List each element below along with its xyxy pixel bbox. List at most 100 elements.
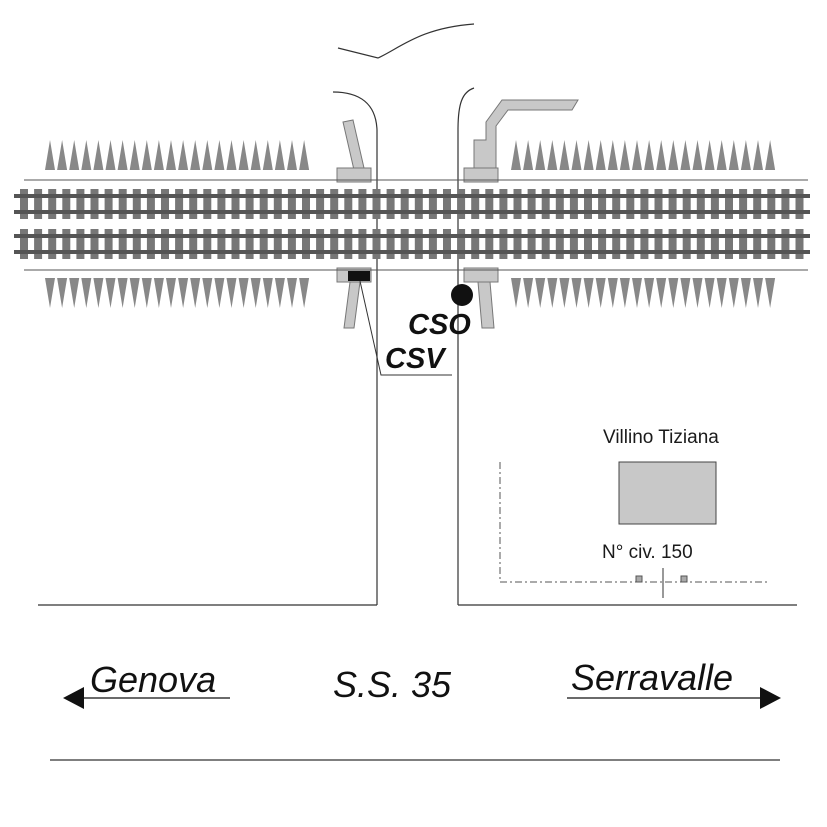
sleeper [344, 229, 353, 259]
hedge-spike [190, 140, 201, 170]
sleeper [781, 229, 790, 259]
hedge-spike [190, 278, 201, 308]
csv-label: CSV [385, 343, 447, 375]
road-curb-right-top [457, 87, 475, 605]
hedge-spike [81, 140, 92, 170]
sleeper [795, 189, 804, 219]
hedge-spike [583, 140, 594, 170]
building [618, 461, 717, 525]
direction-left-arrow-icon [63, 687, 84, 709]
sleeper [161, 229, 169, 259]
sleeper [231, 229, 240, 259]
sleeper [767, 229, 776, 259]
sleeper [400, 229, 409, 259]
sleeper [161, 189, 169, 219]
hedge-spike [262, 278, 273, 308]
hedge-spike [728, 140, 739, 170]
road-curb-left-top [332, 91, 378, 605]
sleeper [146, 229, 155, 259]
hedge-spike [299, 140, 310, 170]
hedge-spike [692, 278, 703, 308]
sleeper [34, 189, 43, 219]
barrier-right-bottom [477, 281, 495, 329]
hedge-spike [57, 278, 68, 308]
hedge-spike [117, 278, 128, 308]
sleeper [471, 189, 480, 219]
hedge-spike [716, 278, 727, 308]
sleeper [245, 229, 254, 259]
hedge-spike [547, 140, 558, 170]
hedge-spike [753, 140, 763, 170]
sleeper [62, 189, 71, 219]
hedge-spike [619, 140, 630, 170]
hedge-spike [250, 140, 261, 170]
sleeper [457, 189, 466, 219]
sleeper [739, 229, 748, 259]
hedge-spike [166, 278, 176, 308]
hedge-spike [607, 278, 618, 308]
hedge-spike [226, 140, 237, 170]
gate-post-left [635, 575, 643, 583]
sleeper [668, 229, 677, 259]
hedge-spike [57, 140, 68, 170]
hedge-spike [129, 140, 140, 170]
hedge-spike [535, 278, 546, 308]
hedge-spike [740, 278, 751, 308]
sleeper [428, 189, 437, 219]
sleeper [598, 229, 607, 259]
sleeper [541, 229, 550, 259]
sleeper [189, 229, 198, 259]
hedge-spike [214, 140, 225, 170]
sleeper [259, 189, 268, 219]
hedge-spike [523, 278, 534, 308]
sleeper [640, 189, 649, 219]
sleeper [527, 189, 536, 219]
sleeper [76, 229, 85, 259]
sleeper [287, 229, 296, 259]
sleeper [273, 229, 282, 259]
building-label: Villino Tiziana [603, 427, 719, 448]
hedge-spike [69, 140, 80, 170]
hedge-spike [45, 140, 55, 170]
sleeper [76, 189, 85, 219]
sleeper [513, 189, 522, 219]
sleeper [20, 189, 28, 219]
sleeper [273, 189, 282, 219]
hedge-spike [716, 140, 727, 170]
hedge-spike [511, 140, 521, 170]
sleeper [48, 189, 57, 219]
sleeper [753, 229, 762, 259]
sleeper [231, 189, 240, 219]
sleeper [90, 229, 99, 259]
sleeper [584, 229, 592, 259]
hedge-spike [287, 140, 297, 170]
hedge-bottom-right [511, 278, 776, 308]
sleeper [358, 229, 367, 259]
sleeper [598, 189, 607, 219]
sleeper [428, 229, 437, 259]
sleeper [203, 189, 212, 219]
track-1-sleepers [20, 189, 804, 219]
hedge-spike [129, 278, 140, 308]
direction-right-label: Serravalle [571, 657, 733, 698]
hedge-spike [511, 278, 521, 308]
sleeper [189, 189, 198, 219]
sleeper [34, 229, 43, 259]
hedge-spike [93, 140, 104, 170]
track-1-rail-b [14, 210, 810, 214]
sleeper [569, 189, 578, 219]
hedge-spike [535, 140, 546, 170]
barrier-base-left-top [336, 167, 372, 183]
hedge-spike [274, 278, 285, 308]
sleeper [555, 189, 564, 219]
track-1-rail-a [14, 194, 810, 198]
direction-left-label: Genova [90, 659, 216, 700]
hedge-spike [153, 278, 164, 308]
hedge-spike [523, 140, 534, 170]
sleeper [612, 229, 621, 259]
sleeper [175, 229, 184, 259]
hedge-spike [607, 140, 618, 170]
hedge-spike [105, 140, 116, 170]
sleeper [372, 189, 381, 219]
csv-leader-line [359, 280, 452, 376]
